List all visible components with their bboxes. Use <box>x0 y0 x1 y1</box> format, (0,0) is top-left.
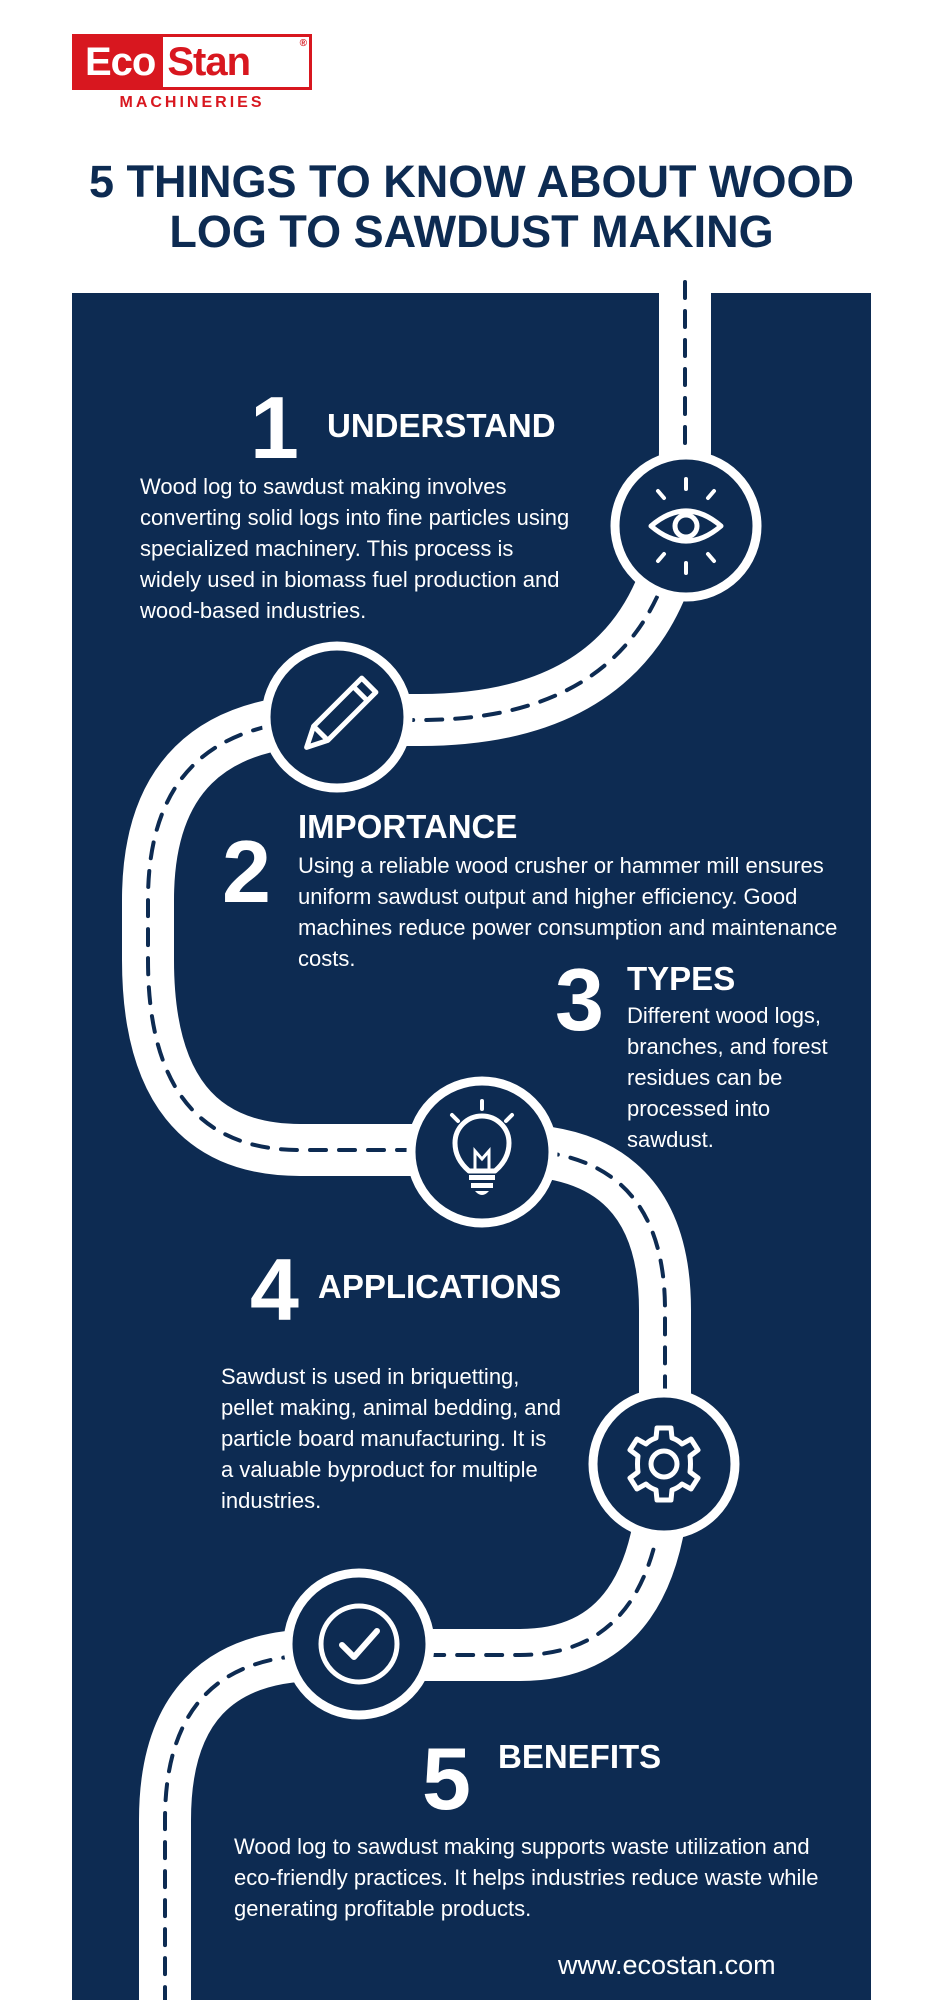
eye-icon <box>610 450 762 602</box>
brand-logo: Eco Stan ® MACHINERIES <box>72 34 312 112</box>
section-3-number: 3 <box>555 950 604 1049</box>
logo-box: Eco Stan ® <box>72 34 312 90</box>
section-3-heading: TYPES <box>627 960 736 997</box>
road-dashes <box>146 280 687 2000</box>
section-4-text: Sawdust is used in briquetting, pellet m… <box>221 1364 562 1513</box>
section-3-text: Different wood logs, branches, and fores… <box>627 1003 828 1152</box>
section-5-text: Wood log to sawdust making supports wast… <box>234 1834 819 1921</box>
logo-stan-word: Stan <box>167 40 251 84</box>
section-4-number: 4 <box>250 1240 299 1339</box>
website-link[interactable]: www.ecostan.com <box>558 1950 776 1980</box>
section-1-text: Wood log to sawdust making involves conv… <box>140 474 570 623</box>
section-1-number: 1 <box>250 378 299 477</box>
logo-eco-text: Eco <box>85 40 156 84</box>
section-4-heading: APPLICATIONS <box>318 1268 562 1305</box>
pencil-icon <box>261 641 413 793</box>
section-5-heading: BENEFITS <box>498 1738 662 1775</box>
gear-icon <box>588 1388 740 1540</box>
lightbulb-icon <box>406 1076 558 1228</box>
section-1-heading: UNDERSTAND <box>327 407 556 444</box>
section-2-heading: IMPORTANCE <box>298 808 518 845</box>
registered-mark: ® <box>299 38 307 49</box>
section-5-number: 5 <box>422 1729 471 1828</box>
section-2-number: 2 <box>222 822 271 921</box>
page-title: 5 THINGS TO KNOW ABOUT WOOD LOG TO SAWDU… <box>89 156 854 257</box>
section-2-text: Using a reliable wood crusher or hammer … <box>298 853 838 971</box>
logo-stan-text: Stan ® <box>163 37 309 87</box>
checkmark-icon <box>283 1568 435 1720</box>
logo-subtitle: MACHINERIES <box>119 94 265 111</box>
